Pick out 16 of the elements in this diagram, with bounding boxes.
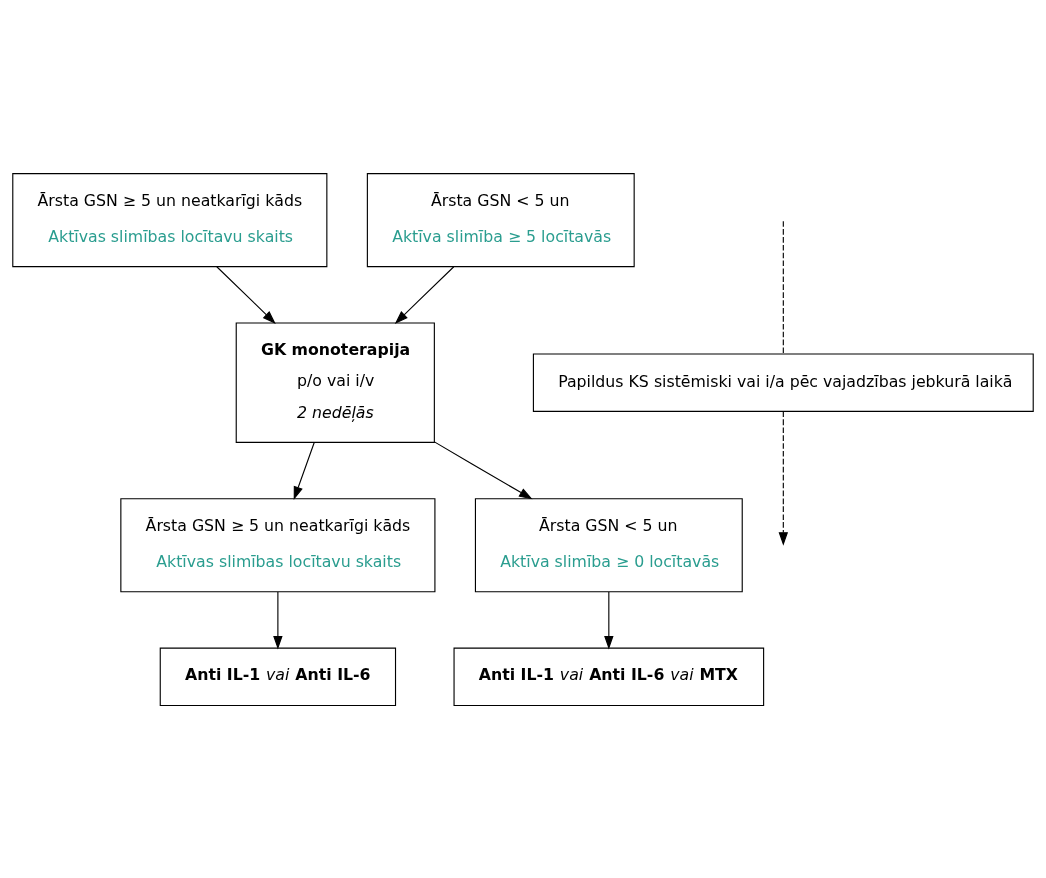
node-box: Ārsta GSN < 5 un Aktīva slimība ≥ 5 locītavās xyxy=(366,172,635,267)
node-box: Papildus KS sistēmiski vai i/a pēc vajadzības jebkurā laikā xyxy=(532,352,1034,412)
node-box: Ārsta GSN < 5 un Aktīva slimība ≥ 0 locītavās xyxy=(474,497,743,592)
arrow xyxy=(778,410,789,546)
node-box: Anti IL-1 vai Anti IL-6 vai MTX xyxy=(453,647,765,706)
node-box: GK monoterapija p/o vai i/v 2 nedēļās xyxy=(235,321,435,443)
node-box: Anti IL-1 vai Anti IL-6 xyxy=(159,647,397,706)
arrow xyxy=(216,265,276,324)
arrow xyxy=(293,441,315,500)
arrow xyxy=(433,440,533,499)
arrow xyxy=(394,265,455,324)
arrow xyxy=(273,590,283,649)
arrow xyxy=(604,590,614,649)
connector xyxy=(782,220,784,354)
node-box: Ārsta GSN ≥ 5 un neatkarīgi kāds Aktīvas slimības locītavu skaits xyxy=(12,172,328,267)
node-box: Ārsta GSN ≥ 5 un neatkarīgi kāds Aktīvas slimības locītavu skaits xyxy=(120,497,436,592)
